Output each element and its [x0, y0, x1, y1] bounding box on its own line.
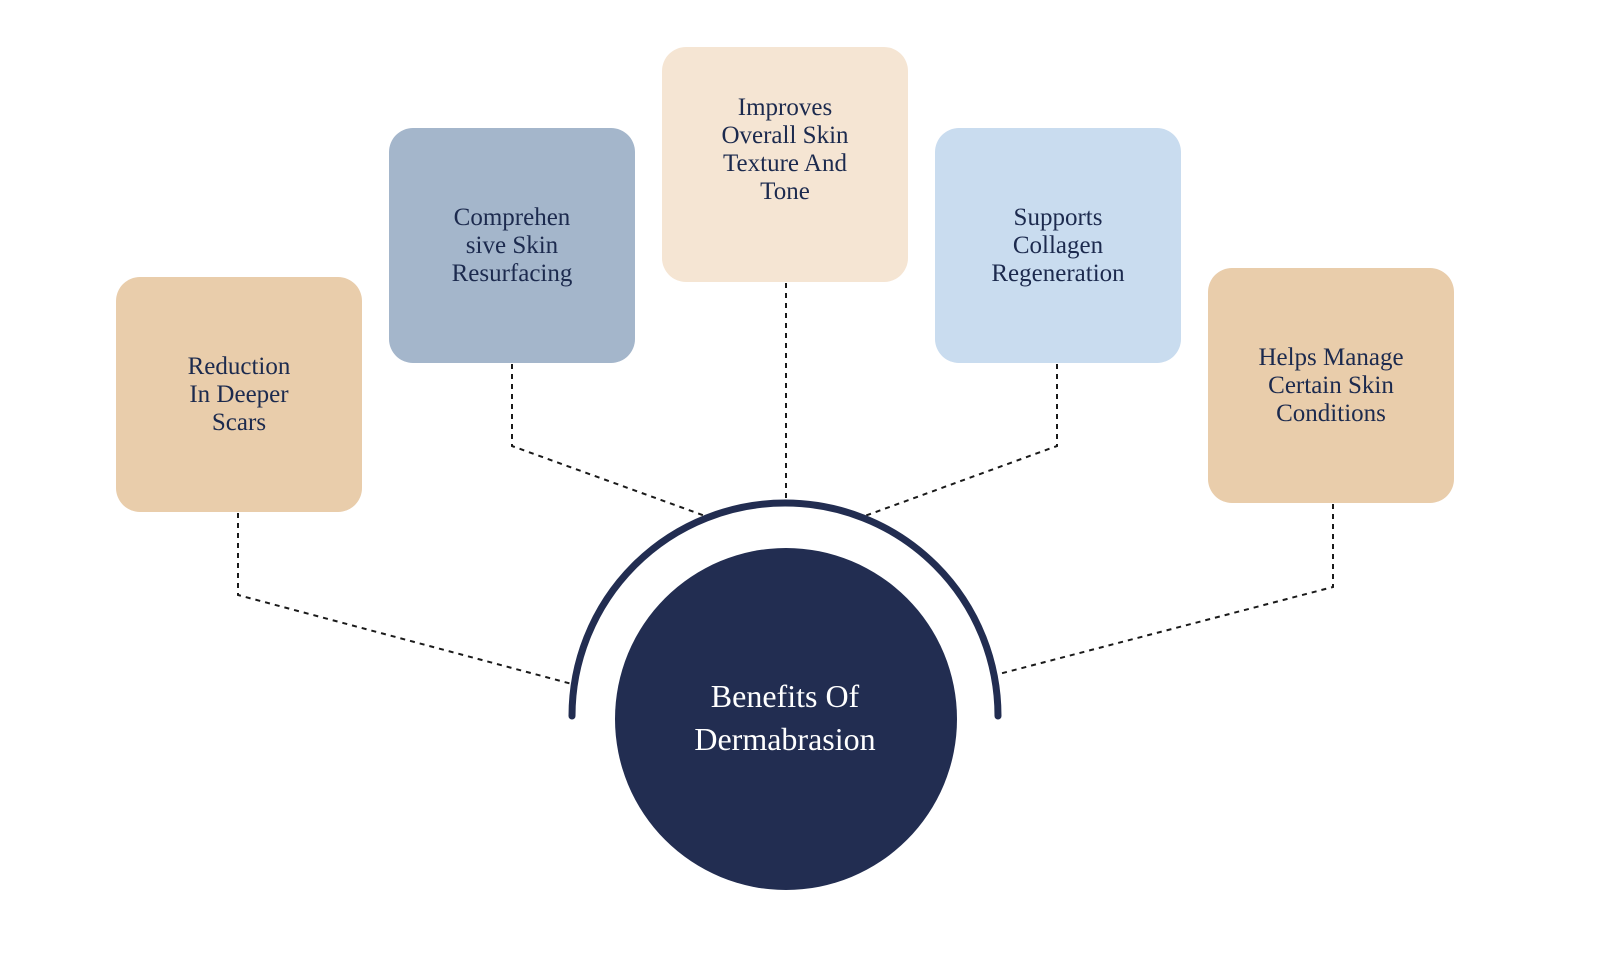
connector-5	[998, 504, 1334, 675]
benefit-label: Helps Manage Certain Skin Conditions	[1258, 343, 1404, 427]
benefit-label: Reduction In Deeper Scars	[187, 352, 291, 436]
benefit-label: Improves Overall Skin Texture And Tone	[721, 93, 849, 205]
connector-4	[861, 364, 1058, 518]
benefit-box-skin-conditions: Helps Manage Certain Skin Conditions	[1208, 268, 1454, 503]
benefit-box-reduction-scars: Reduction In Deeper Scars	[116, 277, 362, 512]
benefit-box-skin-resurfacing: Comprehen sive Skin Resurfacing	[389, 128, 635, 363]
connector-1	[237, 513, 573, 685]
benefit-label: Comprehen sive Skin Resurfacing	[451, 203, 573, 287]
connector-2	[511, 364, 709, 518]
center-arc	[568, 499, 1002, 720]
benefit-label: Supports Collagen Regeneration	[991, 203, 1125, 287]
benefit-box-collagen: Supports Collagen Regeneration	[935, 128, 1181, 363]
center-circle	[615, 548, 957, 890]
benefit-box-texture-tone: Improves Overall Skin Texture And Tone	[662, 47, 908, 282]
diagram-title: Benefits Of Dermabrasion	[694, 678, 876, 757]
